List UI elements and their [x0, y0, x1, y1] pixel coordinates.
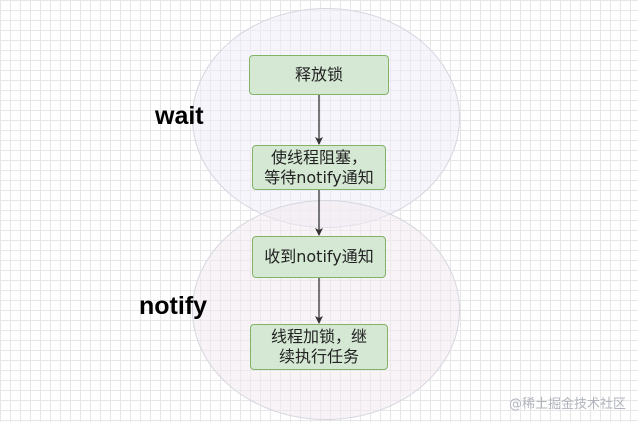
wait-label: wait — [155, 102, 204, 130]
node-block-thread-line2: 等待notify通知 — [264, 167, 374, 187]
watermark: @稀土掘金技术社区 — [508, 397, 626, 412]
node-receive-notify: 收到notify通知 — [252, 236, 386, 278]
node-lock-continue: 线程加锁，继 续执行任务 — [250, 324, 388, 370]
node-release-lock: 释放锁 — [249, 55, 389, 95]
node-lock-continue-line2: 续执行任务 — [278, 347, 359, 366]
node-block-thread-line1: 使线程阻塞， — [270, 147, 367, 167]
node-release-lock-text: 释放锁 — [294, 65, 343, 84]
node-lock-continue-line1: 线程加锁，继 — [270, 327, 367, 346]
notify-label: notify — [139, 292, 208, 320]
node-receive-notify-text: 收到notify通知 — [264, 247, 374, 266]
wait-region — [192, 8, 460, 228]
node-block-thread: 使线程阻塞， 等待notify通知 — [252, 145, 386, 190]
